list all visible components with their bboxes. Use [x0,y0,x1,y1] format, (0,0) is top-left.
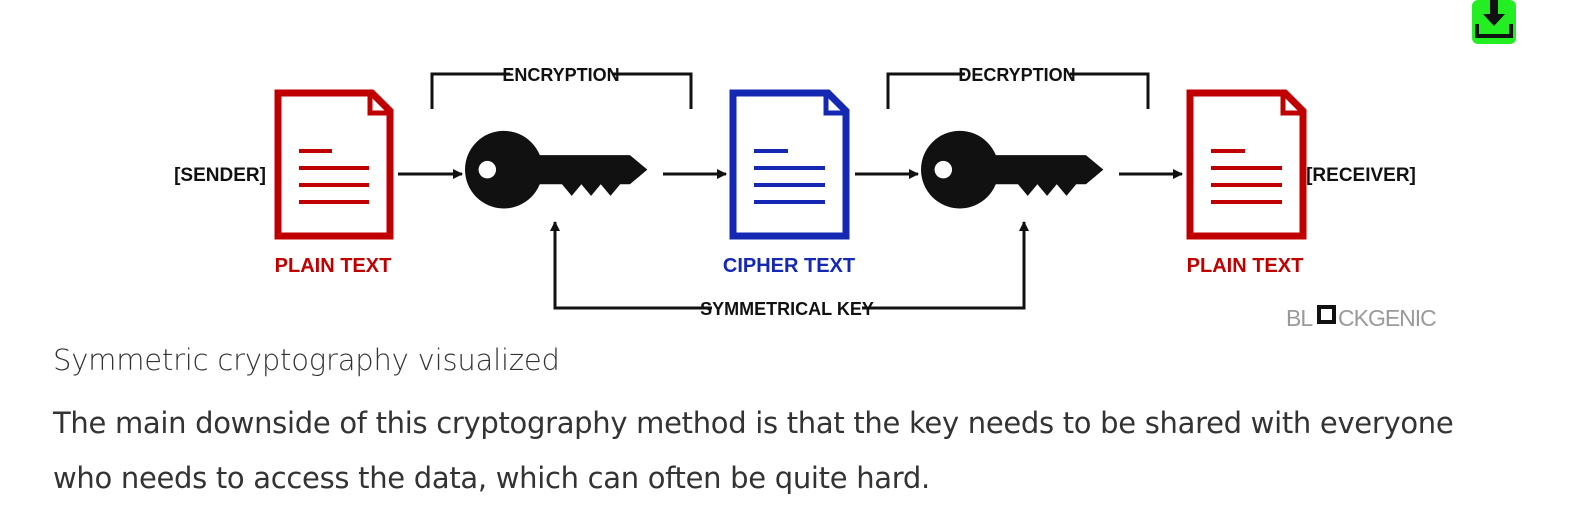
sender-label: [SENDER] [174,165,266,186]
body-paragraph: The main downside of this cryptography m… [53,396,1513,506]
encryption-bracket [430,72,693,109]
plain-text-label-right: PLAIN TEXT [1187,255,1304,277]
cipher-text-document-icon [729,89,850,240]
decryption-bracket [886,72,1150,109]
plain-text-label-left: PLAIN TEXT [275,255,392,277]
symmetrical-key-connector [550,221,1029,310]
receiver-label: [RECEIVER] [1306,165,1416,186]
blockgenic-watermark: BL CKGENIC [1286,305,1437,331]
symmetrical-key-label: SYMMETRICAL KEY [700,299,874,319]
cipher-text-label: CIPHER TEXT [723,255,855,277]
plain-text-document-icon [274,89,394,240]
watermark-text-left: BL [1286,305,1313,331]
encryption-label: ENCRYPTION [502,65,619,85]
plain-text-document-right-icon [1186,89,1307,240]
watermark-square-icon [1317,305,1336,324]
symmetric-encryption-diagram: [SENDER] [RECEIVER] PLAIN TEXT CIPHER TE… [174,65,1437,331]
watermark-text-right: CKGENIC [1338,305,1436,331]
body-paragraph-line-1: The main downside of this cryptography m… [53,406,1454,440]
decryption-label: DECRYPTION [958,65,1075,85]
decryption-key-icon [921,130,1104,209]
figure-caption: Symmetric cryptography visualized [53,343,560,377]
download-icon [1472,0,1516,44]
body-paragraph-line-2: who needs to access the data, which can … [53,461,930,495]
download-button[interactable] [1470,0,1518,46]
encryption-key-icon [465,130,648,209]
